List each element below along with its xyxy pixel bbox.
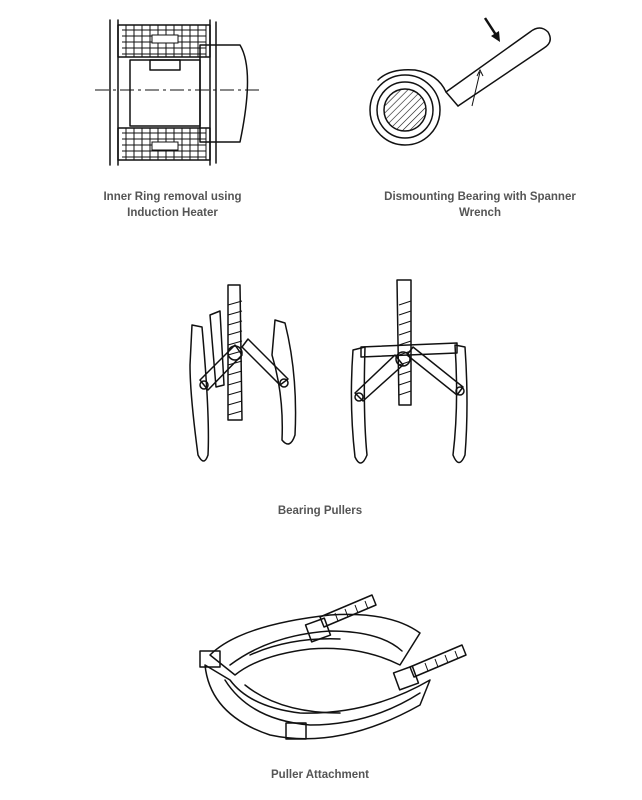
bearing-pullers-caption: Bearing Pullers	[277, 505, 363, 517]
spanner-wrench-caption: Dismounting Bearing with Spanner Wrench	[384, 191, 576, 219]
three-jaw-puller-figure	[180, 275, 310, 470]
induction-heater-icon	[95, 19, 260, 166]
puller-attachment-caption: Puller Attachment	[271, 769, 369, 781]
spanner-wrench-figure	[360, 10, 570, 150]
puller-attachment-icon	[199, 594, 467, 740]
three-jaw-puller-icon	[189, 284, 297, 462]
puller-attachment-figure	[190, 585, 480, 750]
spanner-wrench-icon	[369, 17, 551, 146]
two-jaw-puller-figure	[345, 275, 475, 470]
induction-heater-caption: Inner Ring removal using Induction Heate…	[103, 191, 242, 219]
induction-heater-figure	[90, 10, 270, 170]
two-jaw-puller-icon	[350, 279, 468, 464]
